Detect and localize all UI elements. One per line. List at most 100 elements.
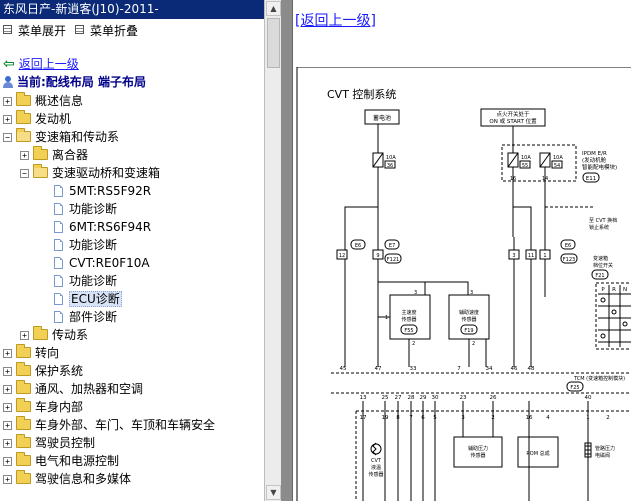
- tree-item-steering[interactable]: +转向: [3, 344, 59, 362]
- folder-icon: [16, 416, 31, 430]
- tcm-connector: [566, 381, 584, 392]
- ipdm-conn-label: E11: [586, 176, 596, 182]
- sub-pin: 17: [360, 415, 367, 421]
- tree-item-cvt-diagnosis[interactable]: 功能诊断: [54, 272, 117, 290]
- document-icon: [54, 185, 63, 197]
- tree-item-cvt[interactable]: CVT:RE0F10A: [54, 254, 150, 272]
- scroll-up-arrow-icon[interactable]: ▲: [266, 1, 281, 16]
- tree-item-6mt[interactable]: 6MT:RS6F94R: [54, 218, 151, 236]
- expand-icon[interactable]: +: [3, 475, 12, 484]
- expand-icon[interactable]: +: [3, 421, 12, 430]
- menu-toolbar: 菜单展开 菜单折叠: [0, 22, 264, 40]
- tree-item-driver-controls[interactable]: +驾驶员控制: [3, 434, 95, 452]
- expand-icon[interactable]: +: [20, 151, 29, 160]
- tree-item-6mt-diagnosis[interactable]: 功能诊断: [54, 236, 117, 254]
- sub-pin: 2: [491, 415, 495, 421]
- tcm-pin: 30: [432, 395, 439, 401]
- scroll-down-arrow-icon[interactable]: ▼: [266, 485, 281, 500]
- ipdm-box: [501, 144, 577, 182]
- cvt-fluid-label-2: 液温: [371, 464, 381, 471]
- tree-item-body-interior[interactable]: + 车身内部: [3, 398, 83, 416]
- content-panel: [返回上一级] CVT 控制系统 蓄电池 点火开关处于 ON 或 START 位…: [293, 0, 631, 501]
- sensor-output-wires: [378, 316, 487, 367]
- tree-item-hvac[interactable]: + 通风、加热器和空调: [3, 380, 143, 398]
- tree-item-label: 发动机: [35, 112, 72, 126]
- tree-item-transaxle[interactable]: −变速驱动桥和变速箱: [20, 164, 160, 182]
- collapse-icon[interactable]: −: [20, 169, 29, 178]
- tcm-pin: 23: [460, 395, 467, 401]
- cvt-fluid-label-3: 传感器: [368, 471, 383, 478]
- fuse-54-rating: 10A: [553, 155, 563, 161]
- sub-pin: 2: [606, 415, 610, 421]
- primary-sensor-label-2: 传感器: [401, 316, 416, 323]
- expand-icon[interactable]: +: [3, 439, 12, 448]
- tree-item-5mt[interactable]: 5MT:RS5F92R: [54, 182, 151, 200]
- expand-menu-button[interactable]: 菜单展开: [3, 22, 66, 40]
- connector-f121: [384, 253, 402, 264]
- range-switch-label-2: 档位开关: [593, 262, 613, 269]
- scroll-thumb[interactable]: [267, 18, 280, 68]
- tree-item-electrical[interactable]: +电气和电源控制: [3, 452, 119, 470]
- collapse-menu-button[interactable]: 菜单折叠: [75, 22, 138, 40]
- collapse-icon[interactable]: −: [3, 133, 12, 142]
- tree-item-multimedia[interactable]: +驾驶信息和多媒体: [3, 470, 131, 488]
- document-icon: [54, 221, 63, 233]
- tree-item-transmission-driveline[interactable]: −变速箱和传动系: [3, 128, 119, 146]
- tree-item-driveline[interactable]: +传动系: [20, 326, 88, 344]
- expand-icon[interactable]: +: [3, 97, 12, 106]
- folder-icon: [16, 344, 31, 358]
- fluid-temp-sensor-symbol: [370, 443, 382, 455]
- tree-item-5mt-diagnosis[interactable]: 功能诊断: [54, 200, 117, 218]
- range-switch-connector: [591, 269, 609, 280]
- tree-item-label: 车身内部: [35, 400, 84, 414]
- rom-label: ROM 总成: [526, 450, 549, 457]
- tree-item-label: 通风、加热器和空调: [35, 382, 144, 396]
- tcm-pin: 27: [395, 395, 402, 401]
- frame-divider[interactable]: [281, 0, 293, 501]
- ipdm-label-2: (发动机舱: [582, 156, 607, 164]
- document-icon: [54, 203, 63, 215]
- content-back-link[interactable]: [返回上一级]: [295, 13, 376, 29]
- line-pressure-label-2: 电磁阀: [595, 452, 610, 459]
- expand-icon[interactable]: +: [3, 349, 12, 358]
- sub-pin: 4: [546, 415, 550, 421]
- ipdm-connector: [582, 172, 600, 183]
- fuse-55-number-box: [519, 160, 531, 169]
- secondary-sensor-label-1: 辅助速度: [459, 309, 479, 316]
- expand-icon[interactable]: +: [3, 403, 12, 412]
- primary-sensor-connector: [400, 324, 418, 335]
- power-wires: [344, 124, 546, 237]
- tcm-pin: 34: [486, 366, 493, 372]
- ipdm-label-3: 智能配电模块): [582, 163, 617, 171]
- thermistor-icon: [372, 442, 377, 456]
- expand-icon[interactable]: +: [20, 331, 29, 340]
- tree-item-ecu-diagnosis[interactable]: ECU诊断: [54, 290, 122, 308]
- tree-item-label: 车身外部、车门、车顶和车辆安全: [35, 418, 216, 432]
- connector-e6-right: [560, 239, 576, 250]
- fuse-55-element: [507, 152, 519, 168]
- current-location-label: 当前:配线布局 端子布局: [17, 75, 146, 89]
- cvt-inhibit-label-2: 锁止系统: [589, 224, 609, 231]
- connector-f121-label: F121: [387, 257, 399, 263]
- tcm-pin: 7: [457, 366, 461, 372]
- tree-item-clutch[interactable]: +离合器: [20, 146, 88, 164]
- vertical-scrollbar[interactable]: ▲ ▼: [264, 0, 281, 501]
- fuse-36-rating: 10A: [386, 155, 396, 161]
- sub-pin: 6: [421, 415, 425, 421]
- tree-item-overview[interactable]: + 概述信息: [3, 92, 83, 110]
- secondary-sensor-connector: [460, 324, 478, 335]
- fuse-54-element: [539, 152, 551, 168]
- folder-icon: [33, 146, 48, 160]
- expand-icon[interactable]: +: [3, 367, 12, 376]
- tcm-top-pins: 45 47 33 7 34 46 48: [340, 366, 535, 372]
- back-link[interactable]: 返回上一级: [18, 57, 79, 71]
- expand-icon[interactable]: +: [3, 115, 12, 124]
- tree-item-component-diagnosis[interactable]: 部件诊断: [54, 308, 117, 326]
- tree-item-protection[interactable]: +保护系统: [3, 362, 83, 380]
- expand-icon[interactable]: +: [3, 385, 12, 394]
- connector-e7-label: E7: [389, 243, 395, 249]
- tree-item-body-exterior[interactable]: + 车身外部、车门、车顶和车辆安全: [3, 416, 215, 434]
- tree-item-engine[interactable]: + 发动机: [3, 110, 71, 128]
- expand-icon[interactable]: +: [3, 457, 12, 466]
- tree-item-label: 概述信息: [35, 94, 84, 108]
